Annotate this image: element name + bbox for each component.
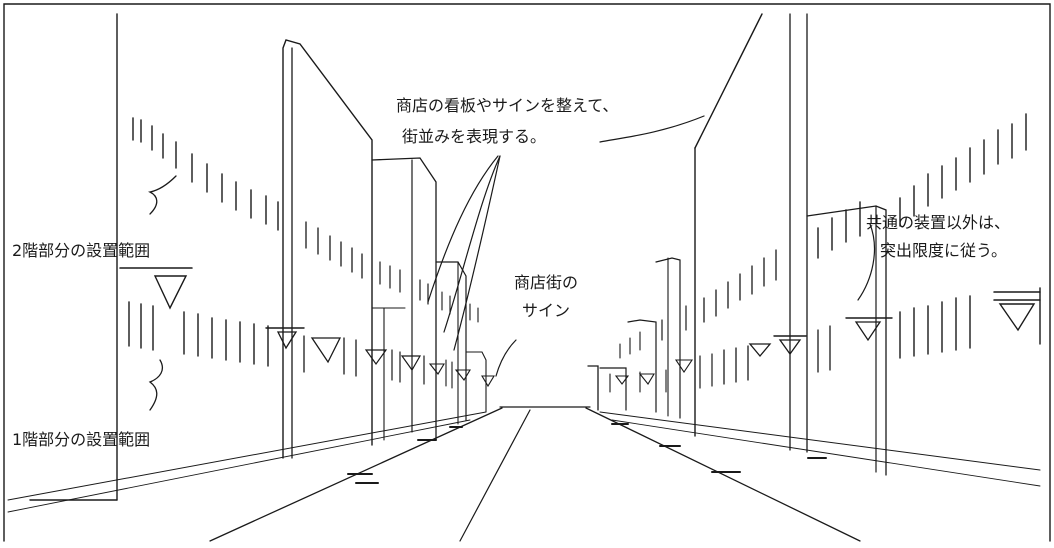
projecting-sign bbox=[428, 363, 445, 375]
upper-sign-zone-hatching bbox=[132, 113, 1027, 359]
label-second-floor-zone: 2階部分の設置範囲 bbox=[12, 241, 150, 260]
label-line-1: 商店街の bbox=[514, 273, 578, 292]
projecting-sign bbox=[454, 369, 471, 381]
road bbox=[7, 406, 1041, 542]
annotation-sign-arrangement: 商店の看板やサインを整えて、 街並みを表現する。 bbox=[396, 96, 618, 146]
annotation-protrusion-limit: 共通の装置以外は、 突出限度に従う。 bbox=[866, 213, 1010, 260]
projecting-sign bbox=[993, 291, 1041, 332]
projecting-sign bbox=[119, 267, 193, 310]
right-building-3 bbox=[806, 205, 887, 476]
leader-lines bbox=[148, 115, 876, 411]
projecting-sign bbox=[400, 355, 422, 372]
lower-sign-zone-hatching bbox=[128, 287, 1041, 393]
left-building-3 bbox=[371, 157, 437, 441]
annotation-line-1: 商店の看板やサインを整えて、 bbox=[396, 96, 618, 115]
projecting-sign bbox=[364, 349, 388, 366]
left-building-4 bbox=[435, 261, 487, 425]
projecting-signs bbox=[119, 267, 1041, 388]
projecting-sign bbox=[845, 317, 893, 342]
annotation-line-1: 共通の装置以外は、 bbox=[866, 213, 1010, 232]
annotation-line-2: 突出限度に従う。 bbox=[880, 241, 1007, 260]
projecting-sign bbox=[748, 335, 807, 358]
frame-border bbox=[3, 3, 1051, 542]
right-building-2 bbox=[694, 13, 808, 453]
lane-markings bbox=[347, 423, 827, 484]
projecting-sign bbox=[614, 359, 694, 385]
right-building-1 bbox=[587, 257, 681, 419]
label-shopping-street-sign: 商店街の サイン bbox=[514, 273, 578, 320]
projecting-sign bbox=[310, 337, 342, 364]
label-line-2: サイン bbox=[522, 301, 570, 320]
left-building-2 bbox=[282, 39, 373, 459]
projecting-sign bbox=[481, 375, 495, 388]
annotation-line-2: 街並みを表現する。 bbox=[402, 127, 546, 146]
projecting-sign bbox=[265, 327, 305, 350]
left-building-1 bbox=[29, 13, 118, 501]
label-first-floor-zone: 1階部分の設置範囲 bbox=[12, 430, 150, 449]
